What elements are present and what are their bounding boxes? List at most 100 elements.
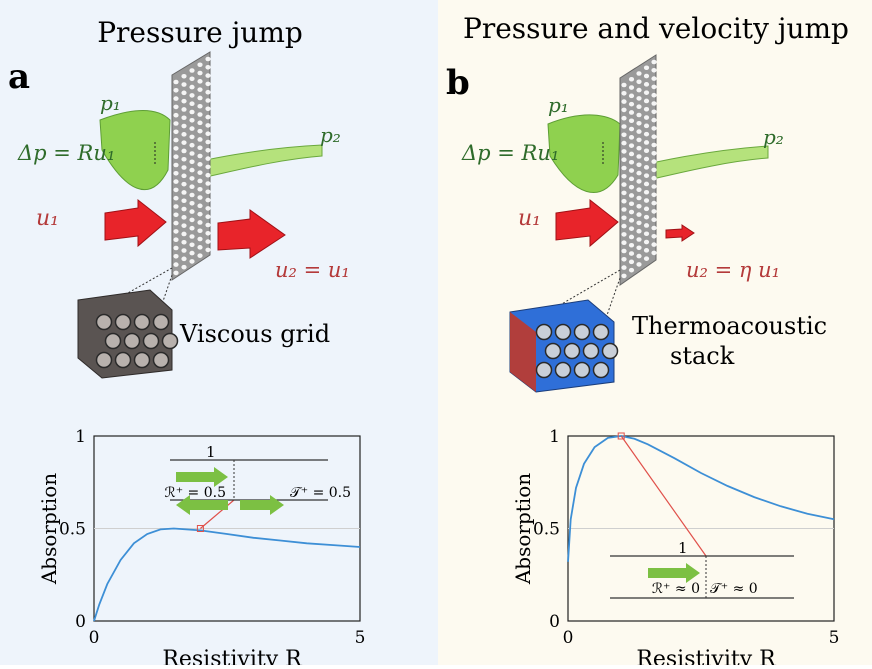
- grid-hole: [197, 95, 203, 101]
- thermoacoustic-stack-block: [509, 299, 619, 393]
- grid-hole: [643, 231, 650, 237]
- grid-hole: [628, 135, 635, 140]
- viscous-grid-block: [77, 289, 179, 379]
- y-tick-label: 0.5: [59, 520, 86, 540]
- grid-hole: [643, 173, 650, 178]
- grid-hole: [636, 187, 642, 192]
- grid-hole: [197, 236, 203, 242]
- grid-hole: [189, 209, 195, 214]
- grid-hole: [651, 109, 657, 115]
- grid-hole: [628, 209, 635, 215]
- x-axis-label: Resistivity R: [162, 647, 303, 665]
- grid-hole: [628, 218, 635, 223]
- grid-hole: [636, 79, 642, 85]
- grid-hole: [205, 148, 211, 153]
- grid-hole: [636, 179, 642, 184]
- cell-hole: [142, 332, 160, 350]
- grid-hole: [621, 174, 627, 179]
- grid-hole: [181, 256, 187, 262]
- grid-hole: [628, 93, 635, 99]
- pressure-wave-right: [174, 144, 323, 184]
- grid-hole: [651, 234, 657, 239]
- grid-hole: [197, 128, 203, 134]
- label-p2: p₂: [763, 125, 784, 149]
- grid-hole: [628, 143, 635, 148]
- grid-hole: [189, 109, 195, 115]
- grid-hole: [205, 197, 211, 203]
- label-p2: p₂: [320, 123, 341, 147]
- grid-hole: [181, 198, 187, 204]
- grid-hole: [173, 137, 179, 143]
- grid-hole: [636, 121, 642, 126]
- inset-transmitted-label: 𝒯⁺ ≈ 0: [710, 581, 758, 597]
- grid-hole: [189, 184, 195, 189]
- velocity-arrow-u2: [217, 209, 286, 259]
- cell-hole: [554, 361, 572, 379]
- cell-hole: [573, 361, 591, 379]
- grid-hole: [197, 245, 203, 250]
- grid-hole: [643, 65, 650, 71]
- cell-hole: [133, 313, 151, 331]
- grid-hole: [197, 162, 203, 167]
- grid-hole: [197, 79, 203, 84]
- grid-hole: [651, 117, 657, 123]
- grid-hole: [621, 190, 627, 196]
- cell-hole: [133, 351, 151, 369]
- perforated-grid: [171, 51, 211, 281]
- grid-hole: [181, 82, 187, 87]
- grid-hole: [181, 90, 187, 96]
- grid-hole: [189, 118, 195, 123]
- grid-hole: [636, 228, 642, 234]
- grid-hole: [628, 201, 635, 207]
- grid-hole: [643, 256, 650, 261]
- grid-hole: [173, 146, 179, 151]
- grid-hole: [651, 192, 657, 198]
- grid-hole: [173, 112, 179, 118]
- pressure-wave-left: [547, 114, 621, 193]
- grid-hole: [197, 120, 203, 126]
- grid-hole: [621, 91, 627, 96]
- label-p1: p₁: [100, 91, 121, 115]
- grid-hole: [651, 68, 657, 73]
- x-axis-label: Resistivity R: [636, 647, 777, 665]
- grid-hole: [173, 104, 179, 110]
- grid-hole: [621, 124, 627, 129]
- grid-hole: [205, 81, 211, 87]
- grid-hole: [651, 250, 657, 256]
- grid-hole: [643, 115, 650, 120]
- grid-hole: [621, 248, 627, 254]
- absorption-curve: [567, 435, 835, 562]
- panel-b: Pressure and velocity jump b p₁ p₂ Δp = …: [438, 0, 872, 669]
- inset-reflected-label: ℛ⁺ = 0.5: [165, 485, 226, 501]
- cell-hole: [563, 342, 581, 360]
- grid-hole: [628, 242, 635, 248]
- grid-hole: [643, 156, 650, 162]
- grid-hole: [181, 107, 187, 112]
- grid-hole: [197, 203, 203, 209]
- grid-hole: [636, 245, 642, 251]
- panel-title: Pressure and velocity jump: [463, 12, 849, 45]
- grid-hole: [181, 173, 187, 179]
- marker-point: [196, 525, 204, 532]
- x-tick-label: 5: [355, 628, 366, 648]
- cell-hole: [544, 342, 562, 360]
- grid-hole: [197, 145, 203, 151]
- grid-hole: [628, 193, 635, 198]
- panel-b-figure: Pressure and velocity jump b p₁ p₂ Δp = …: [446, 12, 849, 669]
- grid-hole: [181, 206, 187, 212]
- grid-hole: [181, 140, 187, 145]
- grid-hole: [643, 106, 650, 112]
- grid-hole: [197, 70, 203, 76]
- label-u1: u₁: [518, 206, 541, 231]
- marker-point: [617, 432, 625, 440]
- label-delta-p: Δp = Ru₁: [461, 141, 559, 165]
- grid-hole: [189, 101, 195, 106]
- grid-hole: [621, 265, 627, 270]
- grid-hole: [189, 93, 195, 98]
- grid-hole: [651, 225, 657, 231]
- grid-hole: [621, 132, 627, 138]
- grid-hole: [628, 76, 635, 82]
